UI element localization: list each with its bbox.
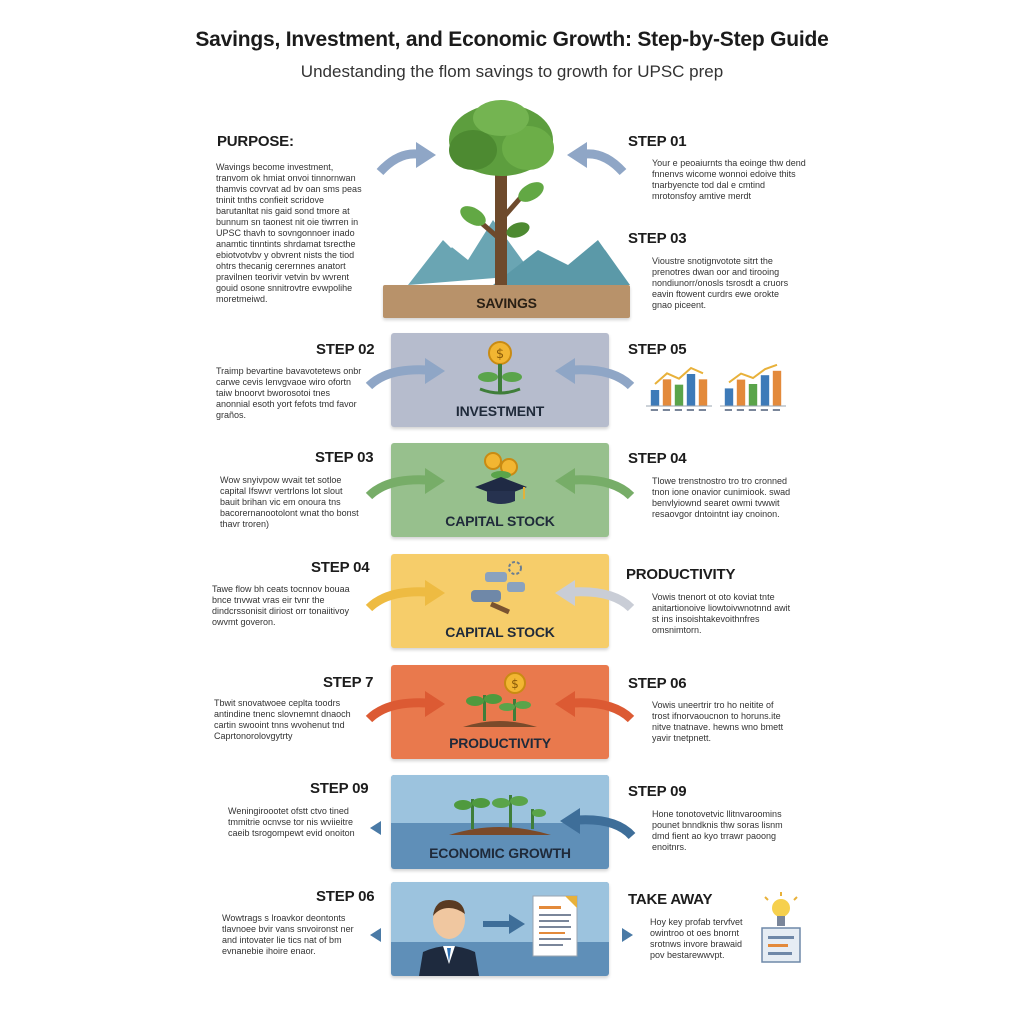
band-label-capital-stock-2: CAPITAL STOCK [445, 624, 555, 640]
step-text-l6: Wowtrags s lroavkor deontonts tlavnoee b… [222, 913, 354, 956]
plants-coin-icon: $ [463, 672, 537, 727]
seedlings-icon [449, 795, 551, 835]
mini-chart-1 [646, 366, 712, 411]
chart-tick-label [662, 409, 670, 411]
step-label-r2: STEP 03 [628, 230, 687, 247]
chart-bar [674, 384, 684, 406]
takeaway-label: TAKE AWAY [628, 891, 713, 908]
chart-tick-label [686, 409, 694, 411]
step-text-l2: Wow snyivpow wvait tet sotloe capital If… [220, 475, 359, 529]
step-text-l1: Traimp bevartine bavavotetews onbr carwe… [216, 366, 362, 420]
arrow-right-icon [365, 580, 445, 612]
purpose-text: Wavings become investment, tranvom ok hm… [216, 162, 362, 304]
purpose-label: PURPOSE: [217, 133, 294, 150]
chart-trend-line [654, 366, 704, 385]
person-icon [419, 900, 479, 976]
arrow-right-icon [483, 914, 525, 934]
band-policy [391, 882, 609, 976]
chart-bar [736, 379, 746, 406]
step-label-l6: STEP 06 [316, 888, 375, 905]
band-label-economic-growth: ECONOMIC GROWTH [429, 845, 571, 861]
arrow-right-icon [376, 142, 436, 176]
arrow-left-icon [560, 808, 636, 840]
chart-bar [650, 390, 660, 406]
band-label-capital-stock-1: CAPITAL STOCK [445, 513, 555, 529]
tools-icon [471, 561, 525, 615]
arrow-left-icon [555, 468, 635, 500]
arrow-right-icon [365, 358, 445, 390]
arrow-right-icon [365, 691, 445, 723]
step-text-r7: Hone tonotovetvic llitnvaroomins pounet … [652, 809, 783, 852]
arrow-left-small-icon [370, 928, 381, 942]
arrow-left-icon [555, 358, 635, 390]
arrow-right-small-icon [622, 928, 633, 942]
step-label-l5: STEP 09 [310, 780, 369, 797]
svg-text:$: $ [496, 347, 504, 362]
band-label-productivity: PRODUCTIVITY [449, 735, 551, 751]
chart-tick-label [698, 409, 706, 411]
arrow-left-icon [567, 142, 627, 176]
mini-chart-2 [720, 363, 786, 411]
step-label-l2: STEP 03 [315, 449, 374, 466]
chart-tick-label [650, 409, 658, 411]
lightbulb-icon [761, 892, 801, 963]
chart-tick-label [736, 409, 744, 411]
step-label-r1: STEP 01 [628, 133, 687, 150]
chart-bar [686, 374, 696, 406]
step-label-r6: STEP 06 [628, 675, 687, 692]
step-label-l3: STEP 04 [311, 559, 370, 576]
savings-base: SAVINGS [383, 285, 630, 318]
step-label-l1: STEP 02 [316, 341, 375, 358]
chart-bar [662, 379, 672, 406]
page-title: Savings, Investment, and Economic Growth… [195, 28, 829, 51]
arrow-left-icon [555, 580, 635, 612]
chart-bar [760, 375, 770, 406]
graduation-cap-icon [475, 452, 527, 504]
chart-tick-label [724, 409, 732, 411]
arrow-left-small-icon [370, 821, 381, 835]
sprout-coin-icon: $ [478, 341, 522, 395]
chart-tick-label [748, 409, 756, 411]
step-label-r5: PRODUCTIVITY [626, 566, 736, 583]
step-text-r6: Vowis uneertrir tro ho neitite of trost … [652, 700, 784, 743]
step-label-r7: STEP 09 [628, 783, 687, 800]
chart-tick-label [674, 409, 682, 411]
tree-icon [408, 100, 630, 285]
chart-trend-line [728, 363, 778, 384]
step-label-r3: STEP 05 [628, 341, 687, 358]
chart-bar [748, 384, 758, 406]
chart-bar [724, 388, 734, 406]
chart-tick-label [772, 409, 780, 411]
step-text-r4: Tlowe trenstnostro tro tro cronned tnon … [652, 476, 791, 519]
step-text-r1: Your e peoaiurnts tha eoinge thw dend fn… [652, 158, 806, 201]
page-subtitle: Undestanding the flom savings to growth … [300, 62, 724, 81]
step-text-l4: Tbwit snovatwoee ceplta toodrs antindine… [214, 698, 351, 741]
step-text-l3: Tawe flow bh ceats tocnnov bouaa bnce tn… [212, 584, 350, 627]
step-text-l5: Weningiroootet ofstt ctvo tined tmmitrie… [228, 806, 355, 838]
chart-bar [698, 379, 708, 406]
document-icon [532, 895, 578, 957]
arrow-left-icon [555, 691, 635, 723]
arrow-right-icon [365, 468, 445, 500]
step-text-r2: Vioustre snotignvotote sitrt the prenotr… [652, 256, 789, 310]
step-text-r5: Vowis tnenort ot oto koviat tnte anitart… [652, 592, 791, 635]
step-label-r4: STEP 04 [628, 450, 687, 467]
band-label-investment: INVESTMENT [455, 403, 545, 419]
chart-tick-label [760, 409, 768, 411]
step-label-l4: STEP 7 [323, 674, 374, 691]
band-label-savings: SAVINGS [476, 295, 537, 311]
chart-bar [772, 370, 782, 406]
takeaway-text: Hoy key profab tervfvet owintroo ot oes … [650, 917, 743, 960]
svg-text:$: $ [511, 677, 519, 691]
